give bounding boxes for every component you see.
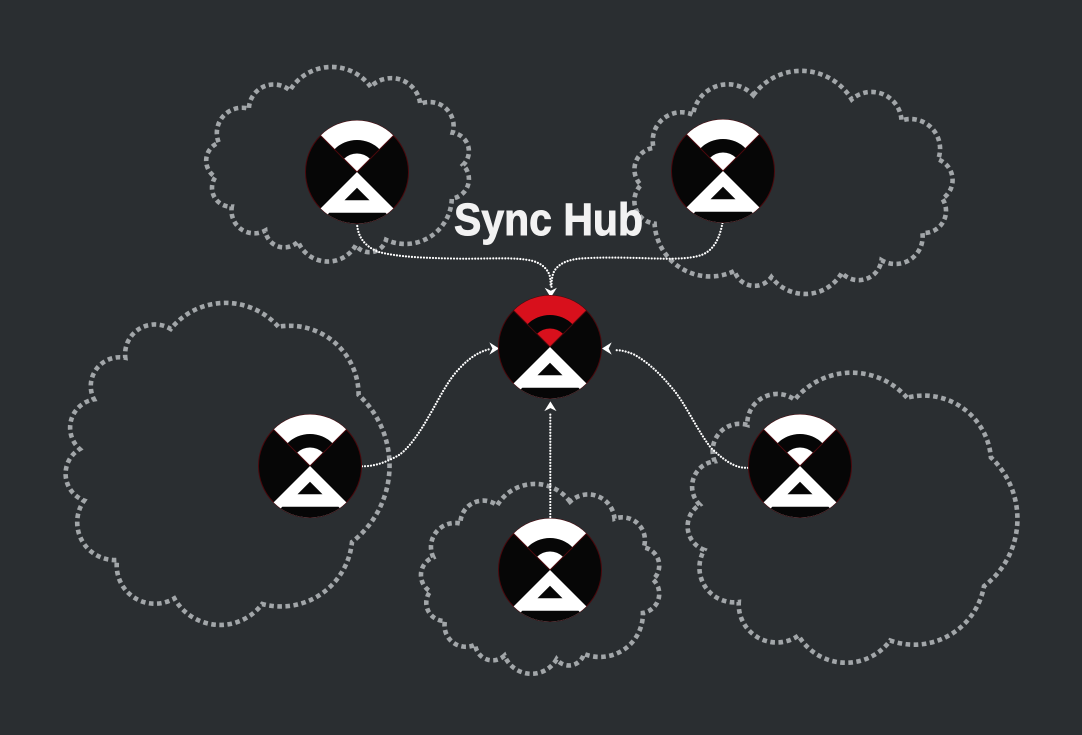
svg-text:Sync Hub: Sync Hub	[454, 194, 643, 245]
